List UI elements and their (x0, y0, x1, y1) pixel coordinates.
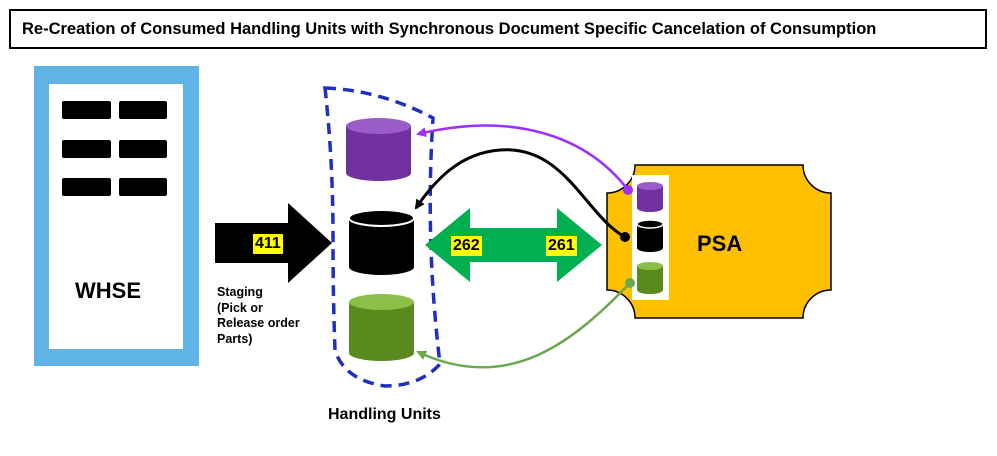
movement-code-261: 261 (546, 236, 577, 256)
warehouse-rows (62, 101, 167, 196)
return-arrow-green (416, 282, 631, 369)
staging-note-line: Release order (217, 316, 300, 330)
handling-units-group (323, 86, 442, 388)
staging-note-line: (Pick or (217, 300, 263, 315)
movement-code-262: 262 (451, 236, 482, 256)
psa-unit-purple (637, 182, 663, 212)
staging-note-line: Staging (217, 285, 263, 299)
warehouse-label: WHSE (75, 278, 141, 303)
handling-unit-black (348, 209, 415, 275)
handling-unit-purple (346, 118, 411, 181)
diagram-title: Re-Creation of Consumed Handling Units w… (9, 9, 987, 49)
staging-note: Staging (Pick or Release order Parts) (217, 285, 300, 347)
movement-code-411: 411 (253, 234, 283, 254)
psa-unit-green (637, 262, 663, 294)
return-arrow-black (414, 148, 626, 239)
handling-units-label: Handling Units (328, 406, 441, 423)
warehouse-document (34, 66, 199, 366)
handling-unit-green (349, 294, 414, 361)
exchange-arrow (425, 208, 602, 282)
psa-label: PSA (697, 231, 743, 256)
staging-note-line: Parts) (217, 331, 253, 346)
return-arrow-purple (416, 124, 629, 191)
psa-unit-black (636, 219, 664, 252)
